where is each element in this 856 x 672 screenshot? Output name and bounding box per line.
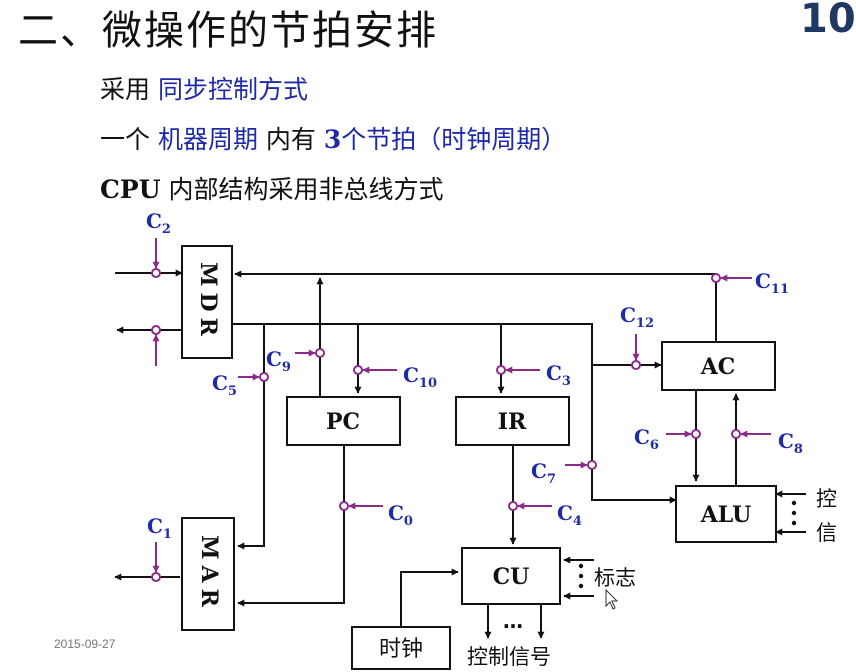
blocks xyxy=(181,245,777,670)
text-rest: 内部结构采用非总线方式 xyxy=(160,175,444,204)
control-labels: C2 C1 C5 C9 C10 C3 C0 C4 C7 C11 C12 C6 C… xyxy=(146,209,803,542)
ctrl-point-c0 xyxy=(339,501,349,511)
ctrl-label-c10: C10 xyxy=(403,363,437,391)
ctrl-label-c1: C1 xyxy=(147,514,172,542)
text-prefix: 一个 xyxy=(100,125,158,154)
label-pc: PC xyxy=(326,409,360,435)
ctrl-label-c0: C0 xyxy=(388,501,413,529)
text-highlight-machine-cycle: 机器周期 xyxy=(157,125,258,154)
text-highlight: 同步控制方式 xyxy=(157,75,308,104)
block-mdr xyxy=(181,245,233,359)
ctrl-point-c5 xyxy=(259,372,269,382)
ctrl-point-c9 xyxy=(315,348,325,358)
label-ir: IR xyxy=(498,409,527,435)
ctrl-point-c2 xyxy=(151,268,161,278)
slide-date: 2015-09-27 xyxy=(54,637,116,651)
cu-output-ellipsis: … xyxy=(503,609,523,633)
ctrl-point-c7 xyxy=(587,460,597,470)
label-mar: MAR xyxy=(196,535,222,613)
ctrl-point-c6 xyxy=(691,429,701,439)
wire-mdr-bus xyxy=(232,323,677,504)
block-pc xyxy=(286,396,401,446)
slide-title: 二、微操作的节拍安排 xyxy=(18,8,438,54)
mouse-cursor-icon xyxy=(605,588,619,610)
ctrl-label-c6: C6 xyxy=(634,425,659,453)
text-highlight-beats: 个节拍（时钟周期） xyxy=(341,125,567,154)
block-ac xyxy=(661,341,776,391)
ctrl-label-c11: C11 xyxy=(755,269,789,297)
ctrl-label-c12: C12 xyxy=(620,303,654,331)
block-mar xyxy=(181,517,235,631)
data-wires xyxy=(114,269,806,639)
text-prefix: 采用 xyxy=(100,75,158,104)
block-cu xyxy=(461,547,561,605)
label-cu: CU xyxy=(493,564,530,590)
ctrl-point-mdr-bottom xyxy=(151,325,161,335)
wire-ac-to-mdr xyxy=(234,270,717,342)
cu-flags-label: 标志 xyxy=(594,566,636,590)
alu-side-label-top: 控 xyxy=(816,487,837,511)
ctrl-label-c4: C4 xyxy=(557,501,582,529)
ctrl-label-c2: C2 xyxy=(146,209,171,237)
block-clock xyxy=(351,626,451,670)
ctrl-label-c3: C3 xyxy=(546,361,571,389)
text-cpu: CPU xyxy=(100,175,161,204)
control-points xyxy=(151,268,741,582)
label-alu: ALU xyxy=(700,502,752,528)
ctrl-point-c12 xyxy=(631,360,641,370)
label-clock: 时钟 xyxy=(379,637,423,662)
block-alu xyxy=(675,485,777,543)
block-ir xyxy=(455,396,570,446)
ctrl-point-c10 xyxy=(353,365,363,375)
block-labels: MDR MAR PC IR AC ALU CU 时钟 xyxy=(195,262,751,662)
text-line-sync-control: 采用 同步控制方式 xyxy=(100,70,308,106)
page-number: 10 xyxy=(800,0,856,42)
ctrl-point-c8 xyxy=(731,429,741,439)
cu-output-label: 控制信号 xyxy=(467,645,551,669)
text-line-machine-cycle: 一个 机器周期 内有 3个节拍（时钟周期） xyxy=(100,120,566,156)
cpu-datapath-diagram: MDR MAR PC IR AC ALU CU 时钟 xyxy=(114,209,837,670)
alu-side-label-bottom: 信 xyxy=(816,521,837,545)
dot-ellipses xyxy=(578,500,797,589)
text-beat-count: 3 xyxy=(323,125,342,154)
ctrl-label-c9: C9 xyxy=(266,347,291,375)
text-line-cpu-structure: CPU 内部结构采用非总线方式 xyxy=(100,170,443,206)
control-arrows xyxy=(152,238,771,573)
ctrl-point-c3 xyxy=(496,365,506,375)
wire-bus-to-mar xyxy=(237,324,265,550)
wire-clock-to-cu xyxy=(400,568,459,627)
text-middle: 内有 xyxy=(257,125,324,154)
ctrl-label-c7: C7 xyxy=(531,459,556,487)
ctrl-point-c11 xyxy=(711,273,721,283)
ctrl-label-c8: C8 xyxy=(778,429,803,457)
label-mdr: MDR xyxy=(195,262,221,342)
ctrl-point-c4 xyxy=(508,501,518,511)
ctrl-point-c1 xyxy=(151,572,161,582)
label-ac: AC xyxy=(700,354,736,380)
wire-pc-to-mar xyxy=(237,446,345,607)
ctrl-label-c5: C5 xyxy=(212,371,237,399)
